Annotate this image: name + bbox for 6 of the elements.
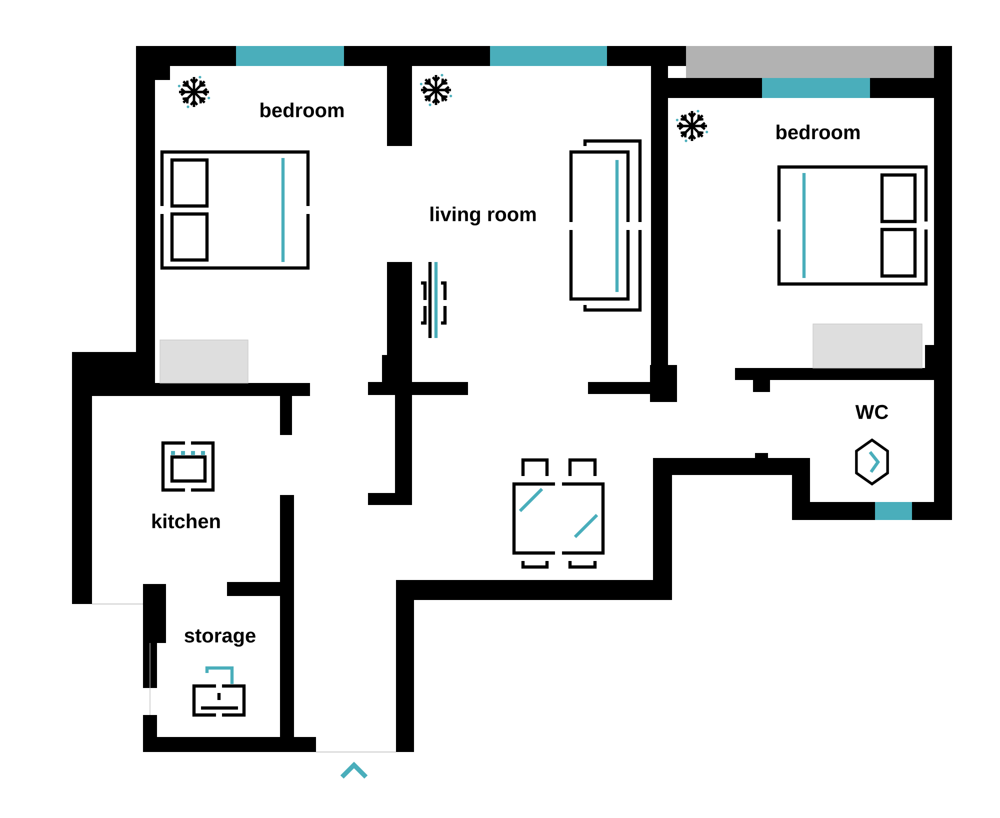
room-label: storage xyxy=(184,629,256,647)
room-label: kitchen xyxy=(152,514,220,528)
room-label: bedroom xyxy=(260,102,344,118)
room-label: living room xyxy=(430,206,536,226)
room-label: bedroom xyxy=(776,124,860,140)
room-label: WC xyxy=(855,404,888,420)
